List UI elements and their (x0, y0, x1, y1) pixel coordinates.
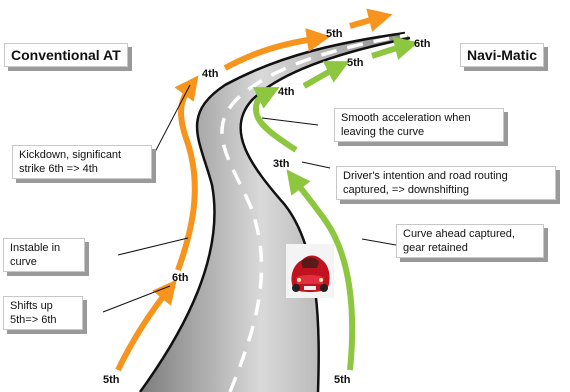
note-smooth-acceleration: Smooth acceleration when leaving the cur… (334, 108, 504, 142)
gear-label-conv-4th: 4th (202, 68, 219, 80)
gear-label-conv-6th: 6th (172, 272, 189, 284)
red-sports-car-icon (286, 244, 334, 298)
gear-label-navi-4th: 4th (278, 86, 295, 98)
gear-label-navi-3th: 3th (273, 158, 290, 170)
navimatic-title: Navi-Matic (460, 43, 545, 67)
note-kickdown: Kickdown, significant strike 6th => 4th (12, 145, 152, 179)
conv-arrow-long (174, 75, 199, 272)
note-shifts-up: Shifts up 5th=> 6th (3, 296, 83, 330)
gear-label-navi-6th: 6th (414, 38, 431, 50)
note-driver-intention: Driver's intention and road routing capt… (336, 166, 556, 200)
navi-arrow-long (286, 169, 356, 371)
road-right-edge (239, 36, 411, 392)
navi-arrow-top-2 (371, 36, 419, 60)
conv-arrow-top-1 (223, 28, 331, 71)
conventional-at-title: Conventional AT (4, 43, 128, 67)
gear-label-conv-5th-bottom: 5th (103, 374, 120, 386)
navi-arrow-top-1 (302, 61, 350, 89)
gear-label-conv-5th-top: 5th (326, 28, 343, 40)
gear-label-navi-5th-top: 5th (347, 57, 364, 69)
road-center-line (220, 33, 408, 392)
road (140, 33, 410, 392)
gear-label-navi-5th-bottom: 5th (334, 374, 351, 386)
note-curve-ahead: Curve ahead captured, gear retained (396, 224, 544, 258)
conv-arrow-top-2 (349, 8, 393, 32)
navi-arrow-mid (252, 87, 298, 153)
conv-arrow-bottom (115, 279, 177, 372)
leader-lines (102, 84, 397, 313)
note-instable: Instable in curve (3, 238, 85, 272)
